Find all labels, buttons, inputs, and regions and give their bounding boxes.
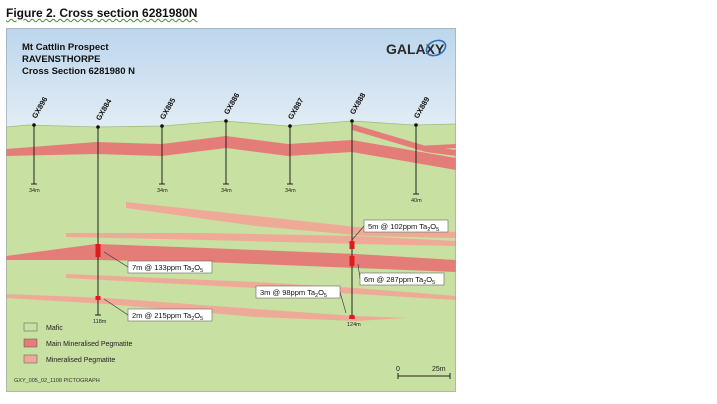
callout-leader	[357, 263, 361, 280]
section-title: Cross Section 6281980 N	[22, 66, 135, 77]
pegmatite-band-upper	[6, 136, 456, 170]
main-pegmatite	[6, 244, 456, 272]
collar-marker	[160, 124, 164, 128]
footer-strip	[6, 374, 456, 392]
intercept-4: 3m @ 98ppm Ta2O5	[255, 285, 355, 319]
intercept-marker	[349, 256, 355, 266]
intercept-1: 5m @ 102ppm Ta2O5	[349, 219, 449, 249]
intercept-5: 2m @ 215ppm Ta2O5	[95, 296, 213, 322]
footer-credit: GXY_005_02_1108 PICTOGRAPH	[14, 378, 100, 384]
intercept-marker	[95, 296, 101, 300]
collar-marker	[288, 124, 292, 128]
sky-area	[6, 28, 456, 138]
scale-start: 0	[396, 366, 400, 373]
pegmatite-band-upper-east-2	[416, 144, 456, 150]
callout-text: 5m @ 102ppm Ta2O5	[368, 222, 439, 233]
callout-box	[127, 308, 213, 322]
callout-box	[363, 219, 449, 233]
svg-text:GALAXY: GALAXY	[386, 41, 445, 57]
collar-marker	[224, 119, 228, 123]
intercept-marker	[95, 244, 101, 257]
callout-text: 6m @ 287ppm Ta2O5	[364, 275, 435, 286]
pegmatite-lens-2	[66, 233, 456, 246]
legend-swatch-main-pegmatite	[23, 338, 38, 348]
drillhole-depth: 34m	[221, 188, 232, 194]
drillhole-depth: 40m	[411, 198, 422, 204]
pegmatite-lens-4	[6, 294, 406, 321]
prospect-title: Mt Cattlin Prospect	[22, 42, 109, 53]
galaxy-logo: GALAXY	[386, 39, 447, 57]
drillhole-depth: 34m	[157, 188, 168, 194]
cross-section-figure: Mt Cattlin Prospect RAVENSTHORPE Cross S…	[6, 28, 456, 392]
callout-box	[359, 272, 445, 286]
drillhole-depth: 124m	[347, 322, 361, 328]
callout-leader	[339, 291, 347, 314]
collar-marker	[414, 123, 418, 127]
intercept-marker	[349, 241, 355, 249]
legend-swatch-pegmatite	[23, 354, 38, 364]
callout-text: 7m @ 133ppm Ta2O5	[132, 263, 203, 274]
scale-end: 25m	[432, 366, 446, 373]
figure-frame	[6, 28, 456, 392]
collar-marker	[32, 123, 36, 127]
intercept-marker	[349, 315, 355, 319]
legend-label-main-pegmatite: Main Mineralised Pegmatite	[46, 341, 132, 348]
callout-leader	[103, 298, 129, 316]
ground-surface-line	[6, 120, 456, 128]
figure-caption-text: Figure 2. Cross section 6281980N	[6, 6, 198, 20]
logo-orbit-icon	[425, 39, 447, 57]
callout-leader	[351, 225, 365, 241]
scale-bar: 0 25m	[396, 366, 451, 379]
collar-marker	[96, 125, 100, 129]
drillhole-depth: 118m	[93, 319, 107, 325]
legend-label-mafic: Mafic	[46, 325, 63, 332]
callout-box	[255, 285, 341, 299]
callout-box	[127, 260, 213, 274]
collar-marker	[350, 119, 354, 123]
figure-caption: Figure 2. Cross section 6281980N	[6, 6, 197, 20]
legend: Mafic Main Mineralised Pegmatite Mineral…	[23, 322, 132, 364]
intercept-3: 6m @ 287ppm Ta2O5	[349, 256, 445, 286]
legend-swatch-mafic	[23, 322, 38, 332]
callout-leader	[103, 251, 129, 268]
callout-text: 2m @ 215ppm Ta2O5	[132, 311, 203, 322]
intercept-2: 7m @ 133ppm Ta2O5	[95, 244, 213, 274]
intercept-callouts: 5m @ 102ppm Ta2O5 7m @ 133ppm Ta2O5 6m @ 2…	[95, 219, 449, 322]
legend-label-pegmatite: Mineralised Pegmatite	[46, 357, 115, 364]
drillhole-depth: 34m	[285, 188, 296, 194]
drillhole-depth: 34m	[29, 188, 40, 194]
callout-text: 3m @ 98ppm Ta2O5	[260, 288, 327, 299]
location-title: RAVENSTHORPE	[22, 54, 100, 65]
